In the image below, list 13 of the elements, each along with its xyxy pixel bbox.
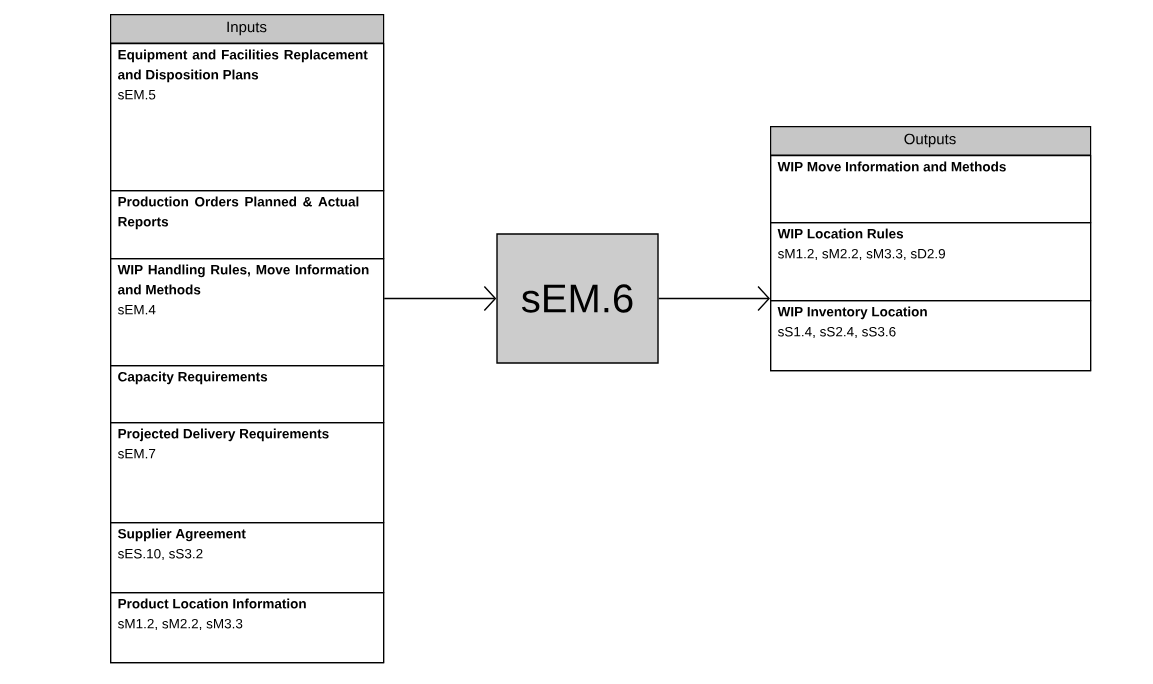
list-cell: Supplier Agreement sES.10, sS3.2 xyxy=(110,522,385,594)
list-cell: WIP Move Information and Methods xyxy=(770,155,1092,224)
list-cell: Projected Delivery Requirements sEM.7 xyxy=(110,421,385,524)
list-cell: WIP Location Rules sM1.2, sM2.2, sM3.3, sD2.9 xyxy=(770,222,1092,302)
list-cell: WIP Handling Rules, Move Information and Methods sEM.4 xyxy=(110,258,385,367)
list-cell: Production Orders Planned & Actual Reports xyxy=(110,190,385,260)
list-cell: Equipment and Facilities Replacement and Disposition Plans sEM.5 xyxy=(110,43,385,192)
list-cell: WIP Inventory Location sS1.4, sS2.4, sS3.6 xyxy=(770,300,1092,372)
arrow xyxy=(383,285,497,312)
arrow xyxy=(658,285,770,312)
list-cell: Capacity Requirements xyxy=(110,365,385,424)
process-box: sEM.6 xyxy=(496,233,659,364)
list-cell: Product Location Information sM1.2, sM2.2, sM3.3 xyxy=(110,592,385,664)
